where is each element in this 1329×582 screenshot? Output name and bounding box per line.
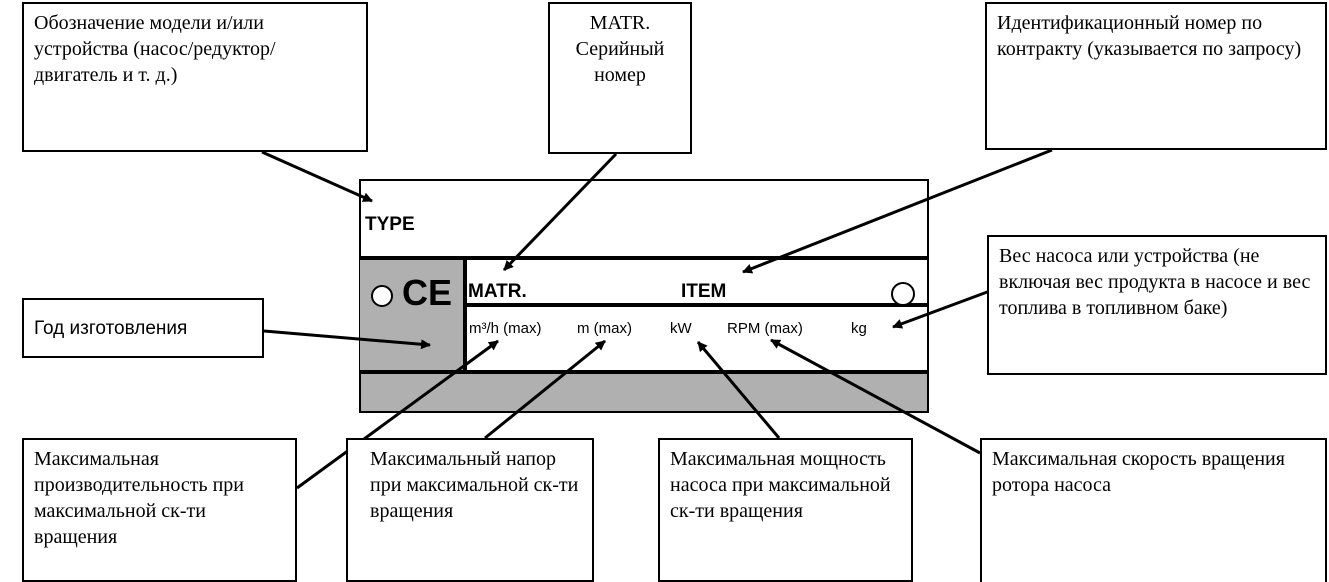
arrow-speed	[770, 338, 981, 455]
plate-item-label: ITEM	[681, 281, 726, 302]
mounting-hole-right	[891, 282, 915, 306]
plate-rpm-label: RPM (max)	[727, 320, 803, 337]
plate-gray-left	[360, 258, 465, 372]
arrow-year	[263, 329, 431, 350]
plate-head-label: m (max)	[577, 320, 632, 337]
callout-weight: Вес насоса или устройства (не включая ве…	[987, 235, 1327, 375]
plate-weight-label: kg	[851, 320, 867, 337]
arrow-capacity	[296, 339, 499, 490]
callout-max-power: Максимальная мощность насоса при максима…	[658, 438, 913, 582]
plate-flow-label: m³/h (max)	[469, 320, 542, 337]
arrow-head	[484, 339, 606, 440]
callout-max-speed: Максимальная скорость вращения ротора на…	[980, 438, 1327, 582]
plate-power-label: kW	[670, 320, 693, 337]
arrow-serial	[502, 152, 618, 272]
callout-serial-number: MATR. Серийный номер	[548, 2, 692, 154]
callout-max-capacity: Максимальная производительность при макс…	[22, 438, 297, 582]
arrow-weight	[892, 286, 999, 329]
arrow-contract	[742, 148, 1053, 274]
mounting-hole-left	[371, 285, 393, 307]
plate-type-label: TYPE	[365, 214, 415, 235]
callout-model-designation: Обозначение модели и/или устройства (нас…	[22, 2, 368, 152]
leader-lines	[261, 148, 1053, 490]
callout-contract-id: Идентификационный номер по контракту (ук…	[985, 2, 1327, 150]
plate-matr-label: MATR.	[468, 281, 527, 302]
callout-manufacture-year: Год изготовления	[22, 298, 264, 358]
arrow-power	[696, 341, 781, 439]
callout-max-head: Максимальный напор при максимальной ск-т…	[346, 438, 594, 582]
ce-mark: CE	[402, 272, 452, 313]
arrow-model	[261, 150, 373, 203]
